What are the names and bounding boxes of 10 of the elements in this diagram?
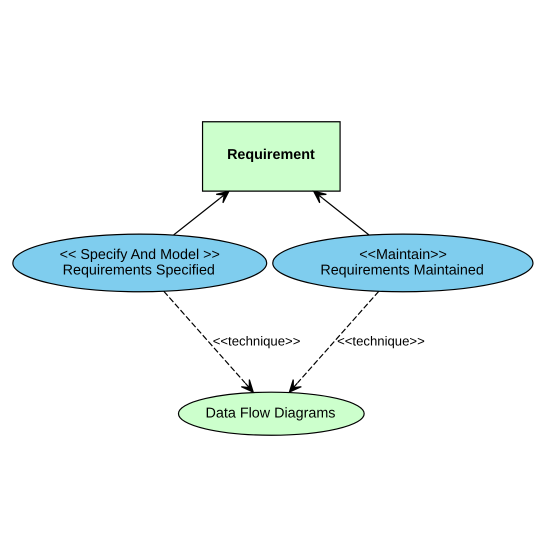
arrow: [163, 290, 254, 393]
edge-label: <<technique>>: [212, 333, 300, 348]
arrow: [173, 190, 230, 236]
node-ellipse: << Specify And Model >> Requirements Specified: [12, 234, 268, 292]
node-ellipse: Data Flow Diagrams: [178, 392, 365, 436]
arrow: [313, 190, 370, 236]
node-box: Requirement: [202, 121, 341, 192]
node-ellipse: <<Maintain>> Requirements Maintained: [272, 234, 534, 292]
arrow: [288, 290, 380, 393]
edge-label: <<technique>>: [337, 333, 425, 348]
